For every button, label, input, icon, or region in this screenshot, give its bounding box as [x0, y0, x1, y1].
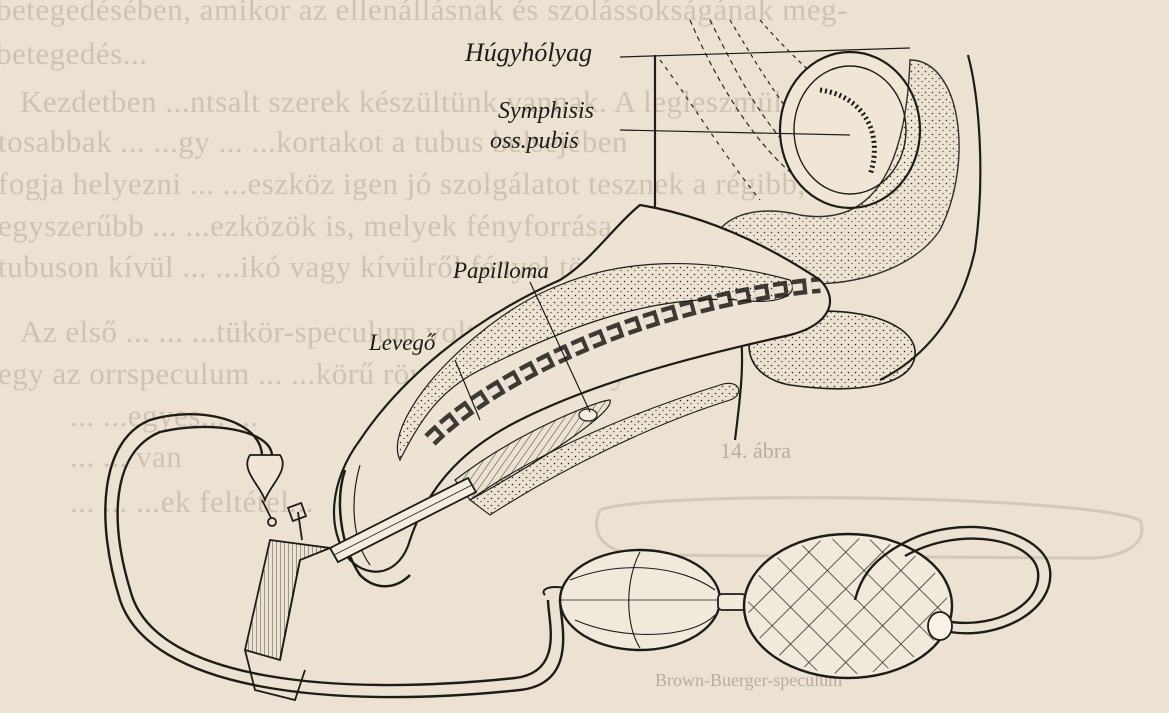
label-os-pubis: oss.pubis — [490, 128, 579, 155]
bulb-connector — [718, 594, 746, 610]
label-air: Levegő — [369, 330, 435, 356]
label-symphysis: Symphisis — [498, 98, 594, 125]
label-papilloma: Papilloma — [453, 258, 549, 284]
papilloma-lesion — [579, 409, 597, 421]
label-bladder: Húgyhólyag — [465, 38, 592, 68]
hose-valve — [247, 455, 283, 526]
inflation-bulb-small — [544, 550, 720, 650]
inflation-bulb-netted — [744, 534, 952, 678]
eyepiece — [245, 503, 330, 700]
